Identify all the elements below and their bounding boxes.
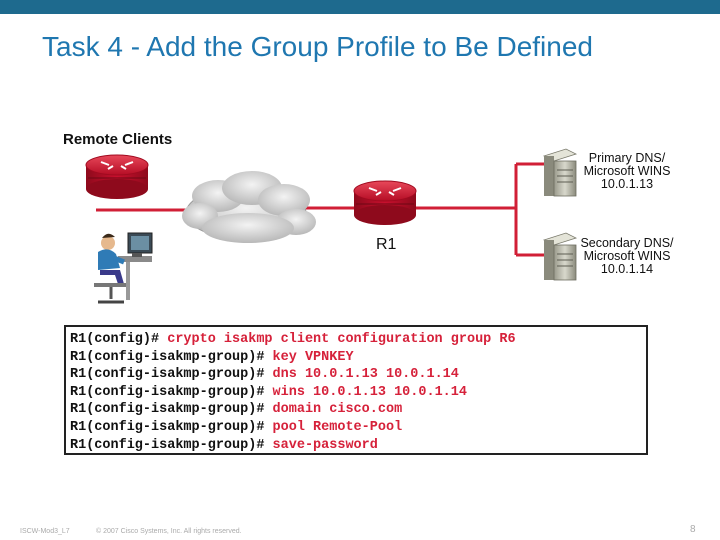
secondary-server-ip: 10.0.1.14 <box>600 262 654 276</box>
page-number: 8 <box>690 524 696 535</box>
primary-server-ip: 10.0.1.13 <box>600 177 654 191</box>
network-links <box>96 162 545 257</box>
cli-prompt: R1(config-isakmp-group)# <box>70 349 273 365</box>
cli-command: wins 10.0.1.13 10.0.1.14 <box>272 384 467 400</box>
cli-command: dns 10.0.1.13 10.0.1.14 <box>272 367 459 383</box>
cli-line: R1(config-isakmp-group)# save-password <box>70 437 646 455</box>
cli-prompt: R1(config)# <box>70 332 168 347</box>
top-banner <box>0 0 720 14</box>
cli-command: save-password <box>272 437 378 453</box>
cli-line: R1(config-isakmp-group)# dns 10.0.1.13 1… <box>70 366 646 384</box>
remote-router-icon <box>85 154 149 199</box>
secondary-server-line2: Microsoft WINS <box>583 249 671 263</box>
user-workstation-icon <box>94 232 153 304</box>
footer-copyright: © 2007 Cisco Systems, Inc. All rights re… <box>96 528 242 535</box>
cli-prompt: R1(config-isakmp-group)# <box>70 419 273 435</box>
r1-label: R1 <box>376 236 397 253</box>
cli-prompt: R1(config-isakmp-group)# <box>70 402 273 418</box>
cli-command: pool Remote-Pool <box>272 419 403 435</box>
secondary-server-label: Secondary DNS/ Microsoft WINS 10.0.1.14 <box>572 237 682 276</box>
cli-line: R1(config-isakmp-group)# pool Remote-Poo… <box>70 419 646 437</box>
slide-title: Task 4 - Add the Group Profile to Be Def… <box>42 31 593 62</box>
secondary-server-icon <box>542 232 578 281</box>
remote-clients-label: Remote Clients <box>63 131 173 148</box>
cli-line: R1(config-isakmp-group)# key VPNKEY <box>70 349 646 367</box>
cli-prompt: R1(config-isakmp-group)# <box>70 384 273 400</box>
cli-command: key VPNKEY <box>272 349 354 365</box>
primary-server-icon <box>542 148 578 197</box>
secondary-server-line1: Secondary DNS/ <box>580 236 674 250</box>
cli-command: domain cisco.com <box>272 402 403 418</box>
cli-prompt: R1(config-isakmp-group)# <box>70 437 273 453</box>
r1-router-icon <box>353 180 417 225</box>
cli-prompt: R1(config-isakmp-group)# <box>70 367 273 383</box>
primary-server-label: Primary DNS/ Microsoft WINS 10.0.1.13 <box>572 152 682 191</box>
cloud-icon <box>182 171 316 243</box>
primary-server-line2: Microsoft WINS <box>583 164 671 178</box>
primary-server-line1: Primary DNS/ <box>588 151 666 165</box>
footer-course-code: ISCW-Mod3_L7 <box>20 528 70 535</box>
cli-line: R1(config-isakmp-group)# domain cisco.co… <box>70 401 646 419</box>
cli-line: R1(config)# crypto isakmp client configu… <box>70 331 646 349</box>
cli-config-box: R1(config)# crypto isakmp client configu… <box>64 325 648 455</box>
cli-command: crypto isakmp client configuration group… <box>167 332 516 347</box>
cli-line: R1(config-isakmp-group)# wins 10.0.1.13 … <box>70 384 646 402</box>
